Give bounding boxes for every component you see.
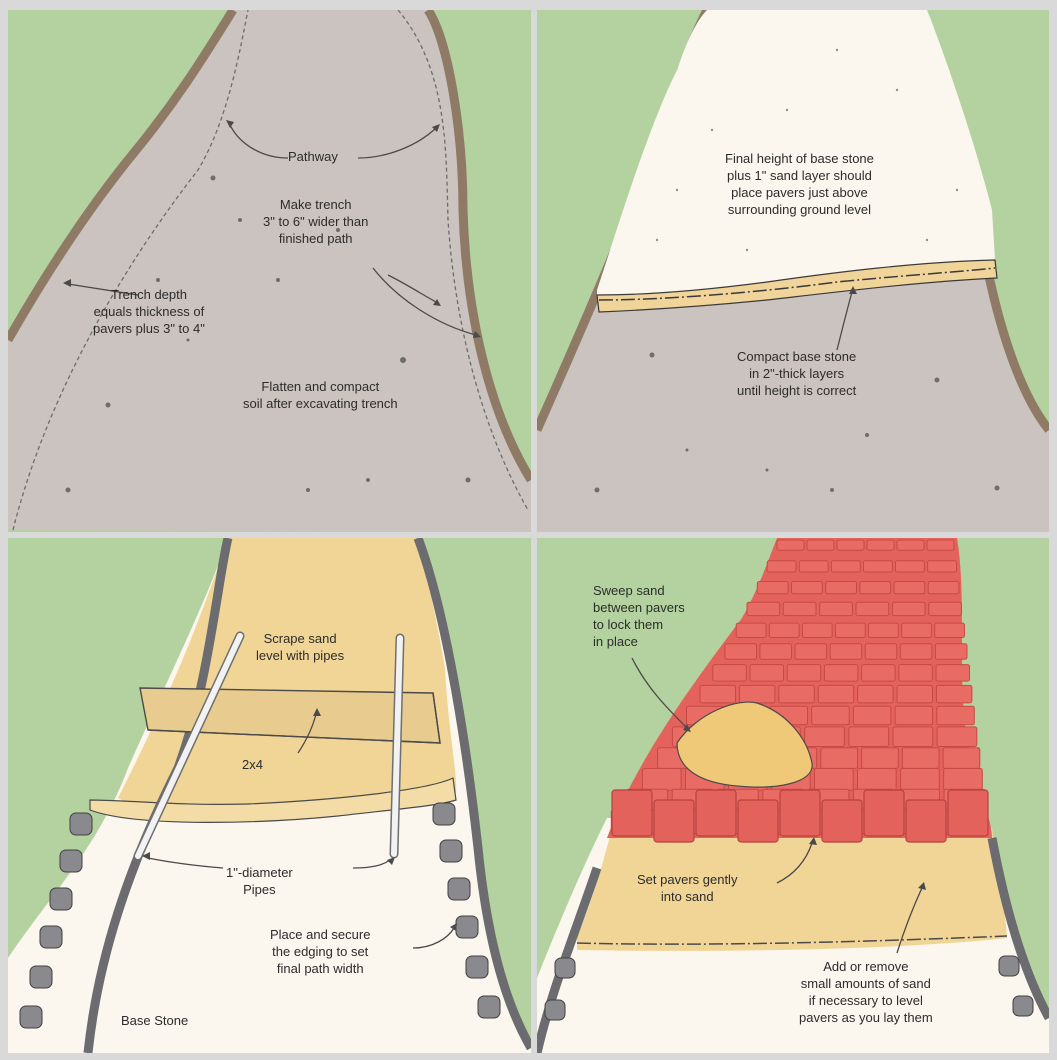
paver-brick	[862, 665, 896, 682]
trench-depth-label: Trench depth equals thickness of pavers …	[93, 286, 205, 337]
set-pavers-label: Set pavers gently into sand	[637, 871, 737, 905]
paver-brick	[849, 727, 889, 747]
paver-brick	[767, 561, 796, 572]
paver-brick-front	[654, 800, 694, 842]
paver-brick-front	[612, 790, 652, 836]
paver-brick	[807, 540, 834, 550]
scrape-sand-label: Scrape sand level with pipes	[256, 630, 344, 664]
paver-brick	[893, 727, 933, 747]
paver-brick	[831, 561, 860, 572]
panel-set-pavers: Sweep sand between pavers to lock them i…	[537, 538, 1049, 1053]
paver-brick	[902, 748, 939, 769]
paver-brick	[895, 706, 933, 725]
paver-brick	[944, 769, 983, 791]
paver-brick	[739, 685, 775, 703]
paver-brick	[897, 685, 933, 703]
paver-brick	[700, 685, 736, 703]
paver-brick	[900, 644, 932, 659]
paver-brick	[821, 748, 858, 769]
paver-brick	[899, 665, 933, 682]
paver-brick	[858, 769, 897, 791]
paver-brick	[802, 623, 832, 637]
paver-brick	[892, 602, 925, 615]
paver-brick	[928, 561, 957, 572]
paver-brick	[865, 644, 897, 659]
paver-brick	[936, 685, 972, 703]
paver-brick	[820, 602, 853, 615]
paver-brick	[787, 665, 821, 682]
panel-excavate-art	[8, 10, 531, 532]
paver-brick	[818, 685, 854, 703]
paver-brick	[779, 685, 815, 703]
pathway-label: Pathway	[288, 148, 338, 165]
panel-excavate-trench: Pathway Make trench 3" to 6" wider than …	[8, 10, 531, 532]
paver-brick	[805, 727, 845, 747]
panel-sand-pipes: Scrape sand level with pipes 2x4 1"-diam…	[8, 538, 531, 1053]
paver-brick	[928, 582, 959, 594]
paver-brick	[736, 623, 766, 637]
add-remove-sand-label: Add or remove small amounts of sand if n…	[799, 958, 933, 1026]
paver-brick	[757, 582, 788, 594]
pipes-label: 1"-diameter Pipes	[226, 864, 293, 898]
paver-brick	[750, 665, 784, 682]
paver-brick	[837, 540, 864, 550]
edging-label: Place and secure the edging to set final…	[270, 926, 370, 977]
paver-brick	[769, 623, 799, 637]
paver-brick	[935, 644, 967, 659]
paver-brick	[858, 685, 894, 703]
paver-brick	[713, 665, 747, 682]
paver-brick-front	[948, 790, 988, 836]
paver-brick	[894, 582, 925, 594]
paver-brick	[824, 665, 858, 682]
paver-brick	[864, 561, 893, 572]
paver-brick	[927, 540, 954, 550]
paver-brick	[943, 748, 980, 769]
paver-brick-front	[906, 800, 946, 842]
paver-brick	[860, 582, 891, 594]
final-height-label: Final height of base stone plus 1" sand …	[725, 150, 874, 218]
paver-brick-front	[780, 790, 820, 836]
base-stone-label: Base Stone	[121, 1012, 188, 1029]
paver-brick	[935, 623, 965, 637]
paver-brick	[777, 540, 804, 550]
paver-brick	[799, 561, 828, 572]
paver-brick	[830, 644, 862, 659]
flatten-compact-label: Flatten and compact soil after excavatin…	[243, 378, 398, 412]
paver-brick-front	[738, 800, 778, 842]
paver-brick	[783, 602, 816, 615]
two-by-four-label: 2x4	[242, 756, 263, 773]
sweep-sand-label: Sweep sand between pavers to lock them i…	[593, 582, 685, 650]
paver-brick	[869, 623, 899, 637]
paver-brick	[929, 602, 962, 615]
paver-brick	[856, 602, 889, 615]
paver-brick	[760, 644, 792, 659]
paver-brick	[853, 706, 891, 725]
paver-brick	[812, 706, 850, 725]
paver-brick	[937, 706, 975, 725]
paver-brick	[826, 582, 857, 594]
make-trench-label: Make trench 3" to 6" wider than finished…	[263, 196, 368, 247]
paver-brick	[815, 769, 854, 791]
paver-brick	[862, 748, 899, 769]
paver-brick-front	[864, 790, 904, 836]
paver-brick	[901, 769, 940, 791]
paver-brick	[897, 540, 924, 550]
paver-brick	[867, 540, 894, 550]
paver-brick	[896, 561, 925, 572]
compact-base-label: Compact base stone in 2"-thick layers un…	[737, 348, 856, 399]
paver-brick	[725, 644, 757, 659]
paver-brick	[795, 644, 827, 659]
paver-brick	[936, 665, 970, 682]
paver-brick	[747, 602, 780, 615]
paver-brick	[836, 623, 866, 637]
paver-brick-front	[696, 790, 736, 836]
paver-brick-front	[822, 800, 862, 842]
paver-brick	[792, 582, 823, 594]
panel-base-stone: Final height of base stone plus 1" sand …	[537, 10, 1049, 532]
panel-base-art	[537, 10, 1049, 532]
paver-brick	[642, 769, 681, 791]
paver-brick	[937, 727, 977, 747]
paver-brick	[902, 623, 932, 637]
